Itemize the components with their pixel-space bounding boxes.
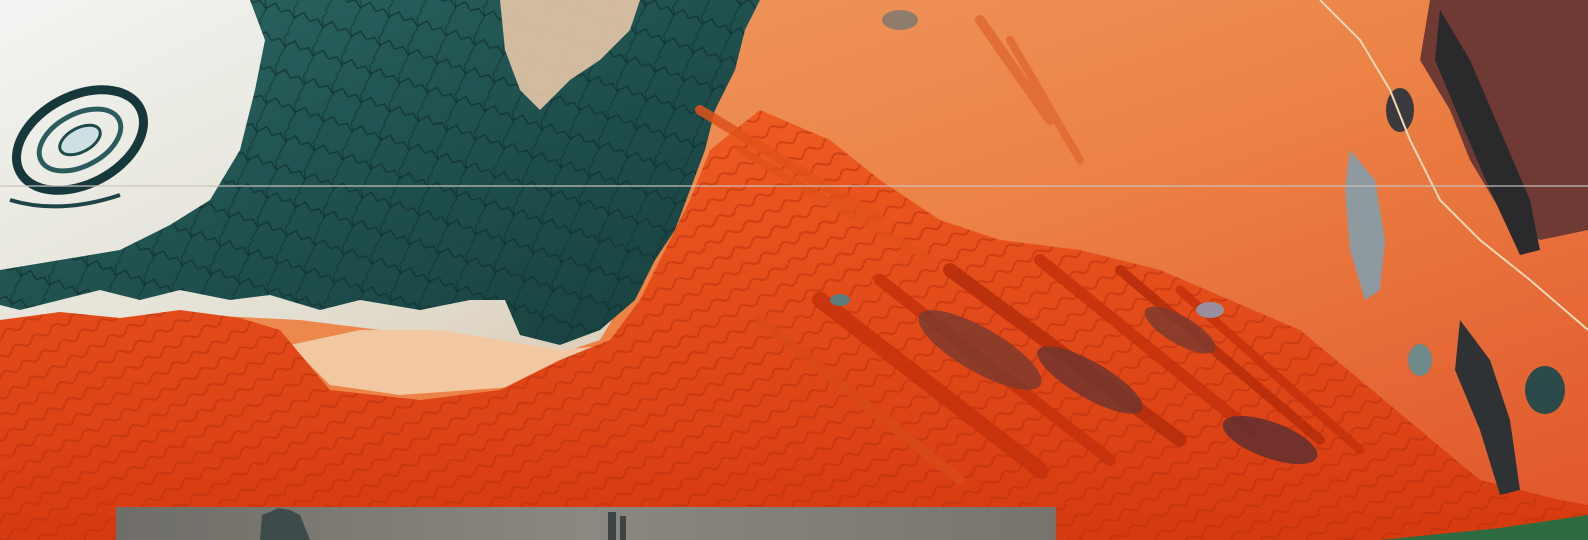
ring-structure bbox=[9, 85, 148, 209]
ridge-crest-mid bbox=[1345, 150, 1385, 300]
dark-interdune-patches bbox=[918, 306, 1318, 465]
ridge-crest-south bbox=[1455, 320, 1520, 495]
road bbox=[1319, 0, 1588, 331]
canyon-veins bbox=[0, 0, 760, 345]
canyon-clearing bbox=[500, 0, 640, 110]
dune-texture bbox=[0, 110, 1588, 540]
ridge-crest-north bbox=[1435, 10, 1540, 255]
lower-photo-strip bbox=[116, 507, 1056, 540]
green-corner bbox=[1380, 515, 1588, 540]
